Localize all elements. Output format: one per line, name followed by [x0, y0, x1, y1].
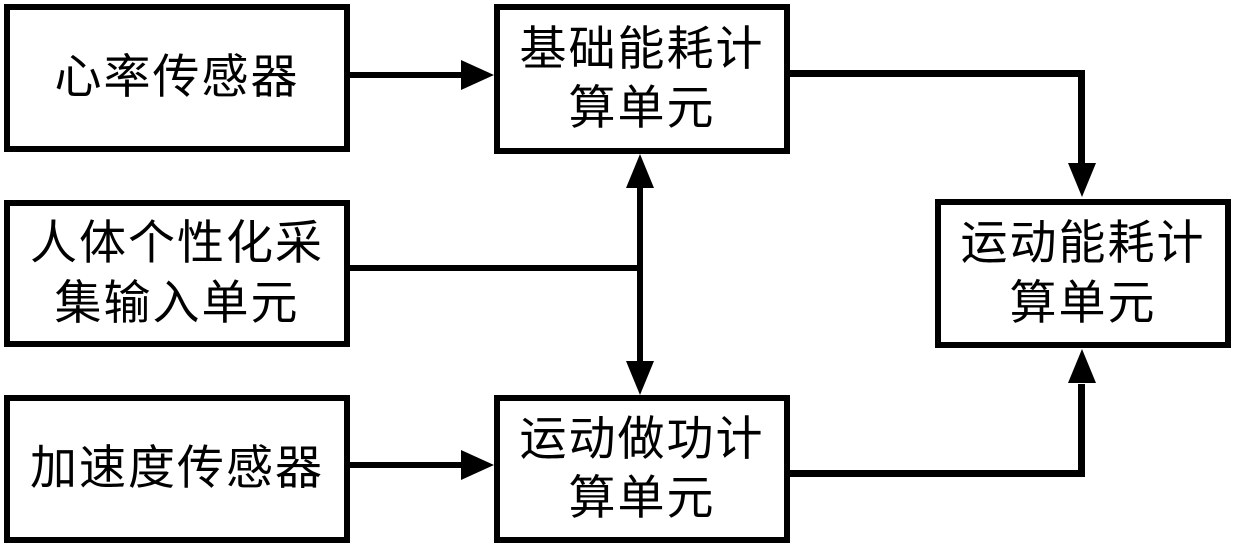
edge-personal-to-work-arrowhead-icon [626, 361, 654, 395]
edge-basic-to-energy-vertical-shaft [1078, 70, 1085, 165]
edge-accel-to-work-arrowhead-icon [461, 450, 494, 480]
edge-heart-to-basic-arrowhead-icon [461, 60, 494, 90]
node-heart-rate-sensor: 心率传感器 [4, 4, 350, 152]
node-exercise-work-calc-unit-label-line2: 算单元 [568, 471, 716, 526]
node-acceleration-sensor: 加速度传感器 [4, 395, 350, 543]
edge-work-to-energy-vertical-shaft [1078, 384, 1085, 477]
node-acceleration-sensor-label: 加速度传感器 [30, 441, 324, 497]
node-exercise-energy-calc-unit-label-line1: 运动能耗计 [960, 216, 1206, 272]
edge-work-to-energy-horizontal-shaft [790, 470, 1085, 477]
node-exercise-work-calc-unit: 运动做功计 算单元 [494, 395, 790, 543]
node-personal-input-unit-label-line2: 集输入单元 [54, 275, 300, 331]
node-basic-energy-calc-unit-label-line1: 基础能耗计 [519, 21, 765, 77]
edge-personal-branch-horizontal-shaft [350, 265, 643, 271]
node-personal-input-unit: 人体个性化采 集输入单元 [4, 200, 350, 347]
node-exercise-energy-calc-unit: 运动能耗计 算单元 [935, 199, 1231, 348]
node-personal-input-unit-label-line1: 人体个性化采 [30, 216, 324, 272]
node-exercise-energy-calc-unit-label-line2: 算单元 [1009, 275, 1157, 331]
edge-personal-branch-vertical-shaft [637, 186, 643, 368]
edge-basic-to-energy-horizontal-shaft [790, 70, 1085, 77]
node-basic-energy-calc-unit: 基础能耗计 算单元 [494, 4, 790, 154]
edge-personal-to-basic-arrowhead-icon [626, 154, 654, 188]
edge-work-to-energy-arrowhead-icon [1068, 349, 1096, 383]
edge-basic-to-energy-arrowhead-icon [1068, 163, 1096, 197]
node-exercise-work-calc-unit-label-line1: 运动做功计 [519, 411, 765, 467]
edge-accel-to-work-shaft [350, 462, 463, 468]
edge-heart-to-basic-shaft [350, 72, 463, 78]
node-heart-rate-sensor-label: 心率传感器 [54, 50, 300, 106]
node-basic-energy-calc-unit-label-line2: 算单元 [568, 81, 716, 136]
